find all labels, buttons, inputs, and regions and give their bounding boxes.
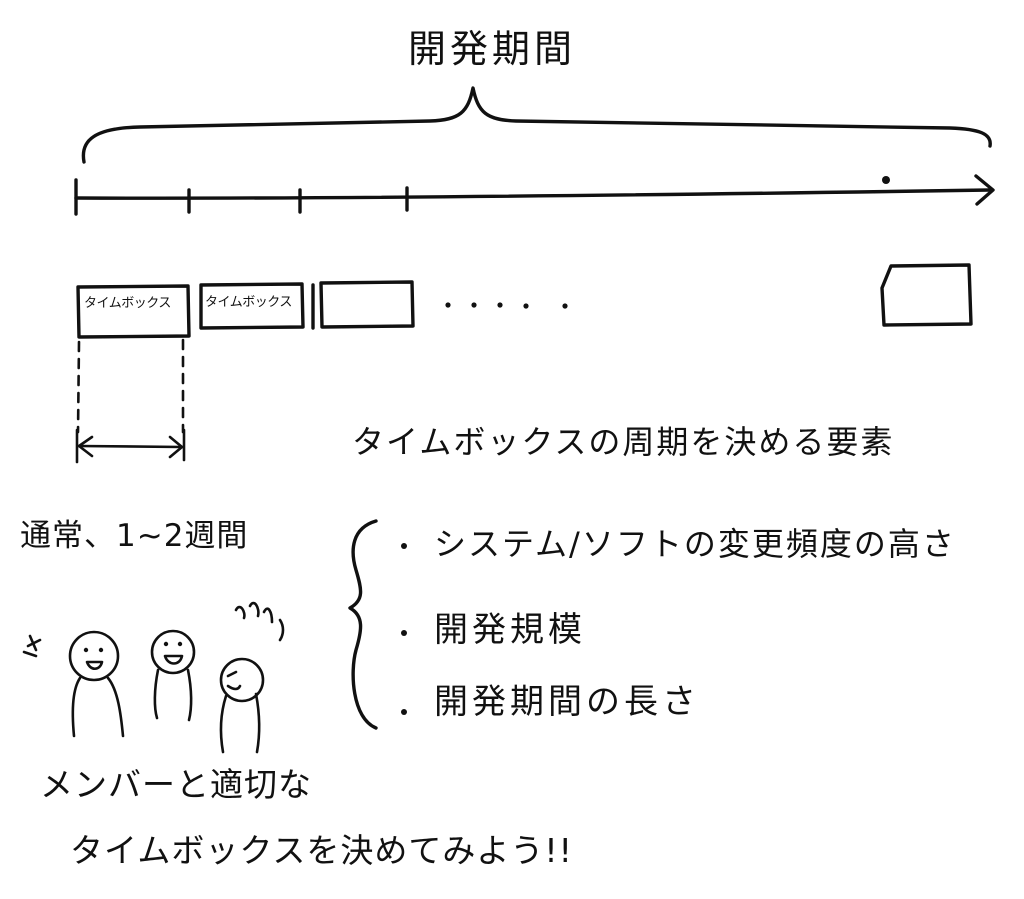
sparkle-icon — [22, 634, 42, 658]
timeline-arrowhead — [974, 174, 995, 206]
ellipsis-dot — [471, 302, 477, 308]
factors-brace — [348, 519, 378, 730]
bullet-dot — [401, 709, 407, 715]
timebox-2 — [199, 282, 305, 330]
span-arrowhead-right — [168, 435, 184, 459]
team-members — [22, 601, 285, 754]
scribble-icon — [234, 601, 285, 642]
period-brace — [81, 86, 992, 164]
ellipsis-dot — [562, 303, 568, 309]
timeline-end-marker — [882, 176, 890, 184]
ellipsis-dot — [445, 302, 451, 308]
ellipsis-dot — [523, 303, 529, 309]
span-arrowhead-left — [77, 435, 94, 458]
timebox-1-label: タイムボックス — [84, 296, 171, 311]
timebox-last — [880, 263, 973, 327]
call-to-action-line-2: タイムボックスを決めてみよう!! — [70, 831, 573, 870]
span-guide-left — [76, 340, 81, 434]
timeline-axis — [74, 188, 992, 200]
member-figure — [219, 601, 285, 754]
usual-duration: 通常、1~2週間 — [20, 518, 249, 554]
bullet-dot — [401, 543, 407, 549]
factor-item-period-length: 開発期間の長さ — [434, 682, 700, 722]
member-figure — [150, 629, 196, 722]
ellipsis-dot — [497, 302, 503, 308]
member-figure — [22, 630, 125, 738]
bullet-dot — [401, 630, 407, 636]
timebox-3 — [319, 280, 415, 329]
ellipsis — [445, 302, 568, 309]
factor-item-scale: 開発規模 — [434, 610, 586, 650]
timebox-1 — [76, 284, 191, 339]
span-arrow-line — [77, 444, 184, 449]
factor-item-change-frequency: システム/ソフトの変更頻度の高さ — [434, 525, 956, 563]
diagram-title: 開発期間 — [408, 27, 577, 71]
factors-heading: タイムボックスの周期を決める要素 — [352, 423, 895, 461]
call-to-action-line-1: メンバーと適切な — [40, 765, 312, 804]
timebox-2-label: タイムボックス — [205, 295, 292, 310]
